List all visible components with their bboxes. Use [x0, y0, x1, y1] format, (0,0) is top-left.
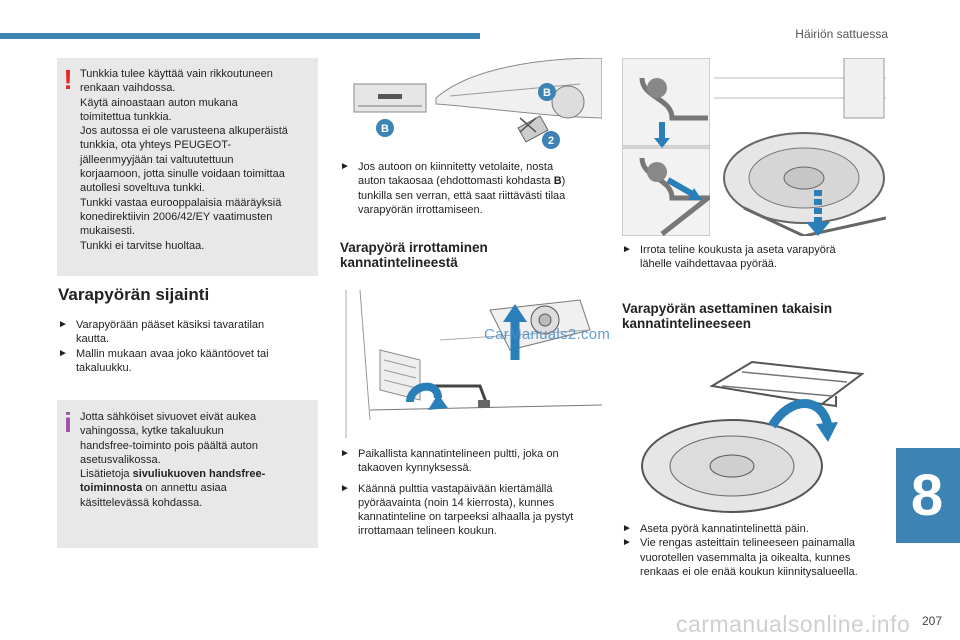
heading-remove-spare-wheel: Varapyörä irrottaminen kannatintelineest… — [340, 240, 488, 270]
footer-watermark: carmanualsonline.info — [676, 611, 911, 637]
hook-release-illustration — [622, 58, 710, 236]
remove-bullet-list: ► Paikallista kannatintelineen pultti, j… — [340, 448, 574, 538]
towbar-note: ► Jos autoon on kiinnitetty vetolaite, n… — [340, 161, 566, 216]
bullet-marker: ► — [58, 347, 68, 359]
figure-label-b: B — [381, 123, 389, 135]
warning-text-line: mukaisesti. — [80, 225, 136, 238]
warning-text-line: Tunkki ei tarvitse huoltaa. — [80, 239, 205, 252]
warning-text-line: toimitettua tunkkia. — [80, 110, 172, 123]
chapter-number: 8 — [910, 463, 944, 528]
warning-text-line: Tunkkia tulee käyttää vain rikkoutuneen — [80, 68, 273, 80]
spare-wheel-lowered-illustration — [714, 58, 886, 236]
header-accent-bar — [0, 33, 480, 39]
warning-text-line: Käytä ainoastaan auton mukana — [80, 96, 238, 109]
heading-spare-wheel-location: Varapyörän sijainti — [58, 285, 210, 304]
info-icon: i — [64, 407, 72, 438]
warning-text-line: Tunkki vastaa eurooppalaisia määräyksiä — [80, 196, 282, 209]
info-text: Jotta sähköiset sivuovet eivät aukea vah… — [80, 411, 266, 509]
heading-refit-spare-wheel: Varapyörän asettaminen takaisin kannatin… — [622, 301, 833, 331]
jack-illustration: B B 2 — [340, 58, 602, 158]
warning-text-line: tunkkia, ota yhteys PEUGEOT- — [80, 139, 232, 152]
refit-bullet-list: ► Aseta pyörä kannatintelinettä päin. ► … — [622, 523, 858, 578]
bullet-marker: ► — [622, 523, 632, 534]
page-number: 207 — [921, 614, 942, 628]
watermark-text: CarManuals2.com — [484, 326, 611, 343]
warning-text-line: renkaan vaihdossa. — [80, 82, 176, 95]
warning-text-line: Jos autossa ei ole varusteena alkuperäis… — [80, 125, 288, 138]
bullet-marker: ► — [340, 482, 350, 494]
warning-text-line: jälleenmyyjään tai valtuutettuun — [80, 153, 234, 166]
info-box: i Jotta sähköiset sivuovet eivät aukea v… — [57, 400, 318, 548]
bullet-marker: ► — [622, 537, 632, 549]
warning-text-line: korjaamoon, jotta sinulle voidaan toimit… — [80, 168, 285, 181]
spare-wheel-cradle-illustration — [622, 346, 888, 514]
chapter-tab: 8 — [896, 448, 960, 543]
location-bullet-list: ► Varapyörään pääset käsiksi tavaratilan… — [58, 319, 269, 374]
release-bullet: ► Irrota teline koukusta ja aseta varapy… — [622, 244, 836, 271]
warning-text-line: autollesi soveltuva tunkki. — [80, 182, 205, 195]
bullet-marker: ► — [58, 319, 68, 330]
bullet-marker: ► — [340, 161, 350, 172]
warning-text-line: konedirektiivin 2006/42/EY vaatimusten — [80, 210, 273, 223]
exclamation-warning-icon: ! — [63, 64, 73, 95]
figure-label-b: B — [543, 87, 551, 99]
boot-bolt-illustration — [340, 290, 602, 438]
bullet-marker: ► — [622, 244, 632, 255]
warning-text: Tunkkia tulee käyttää vain rikkoutuneen r… — [80, 67, 312, 253]
warning-box: ! Tunkkia tulee käyttää vain rikkoutunee… — [57, 58, 318, 276]
figure-label-2: 2 — [548, 135, 554, 147]
bullet-marker: ► — [340, 448, 350, 459]
section-title: Häiriön sattuessa — [795, 27, 888, 41]
